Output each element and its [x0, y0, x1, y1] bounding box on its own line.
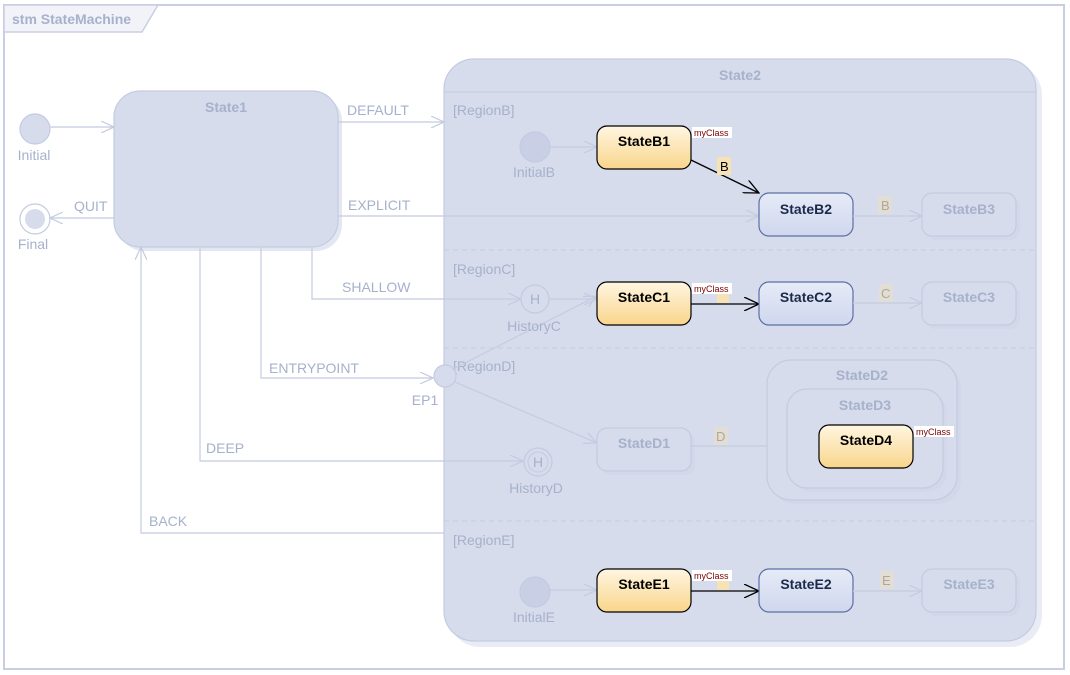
trigger-c-faded-label: C — [881, 286, 890, 301]
transition-back[interactable] — [141, 247, 444, 534]
transition-explicit-label: EXPLICIT — [348, 197, 411, 213]
trigger-e-faded-box — [880, 571, 894, 589]
final-label: Final — [18, 236, 48, 252]
initial-pseudostate[interactable] — [19, 113, 51, 145]
initiale-label: InitialE — [513, 609, 555, 625]
state-c3[interactable] — [921, 281, 1017, 326]
initialb-pseudostate[interactable] — [519, 131, 551, 163]
historyd-label: HistoryD — [509, 480, 563, 496]
trigger-e-box — [717, 581, 729, 590]
state-b1-tag-text: myClass — [694, 128, 729, 138]
state-b1-label: StateB1 — [618, 133, 670, 149]
state-e3-label: StateE3 — [943, 576, 995, 592]
state-b2-label: StateB2 — [780, 201, 832, 217]
state-e1-tag-text: myClass — [694, 571, 729, 581]
trigger-b-label: B — [720, 159, 729, 174]
state-d4-label: StateD4 — [840, 432, 892, 448]
transition-entrypoint[interactable] — [260, 247, 433, 378]
state-d1-label: StateD1 — [618, 435, 670, 451]
state-b3[interactable] — [921, 192, 1017, 237]
trigger-b-faded-box — [878, 196, 892, 214]
historyc-label: HistoryC — [507, 318, 561, 334]
transition-default-label: DEFAULT — [347, 102, 409, 118]
state-b3-label: StateB3 — [943, 201, 995, 217]
state-b2[interactable] — [758, 192, 854, 237]
transition-deep-label: DEEP — [206, 440, 244, 456]
state-c1-tag-text: myClass — [694, 284, 729, 294]
diagram-title: stm StateMachine — [12, 11, 131, 27]
initiale-pseudostate[interactable] — [519, 576, 551, 608]
region-e-label: [RegionE] — [453, 532, 514, 548]
diagram-frame-tab — [3, 4, 160, 33]
state-c3-label: StateC3 — [943, 289, 995, 305]
state-e1-label: StateE1 — [618, 576, 670, 592]
historyc-symbol: H — [530, 291, 540, 307]
state-d4-tag-text: myClass — [916, 427, 951, 437]
state-d1[interactable] — [596, 427, 692, 472]
state-d4-tag — [914, 426, 954, 437]
trigger-b-faded-label: B — [881, 198, 890, 213]
ep1-label: EP1 — [412, 392, 439, 408]
state-d2-label: StateD2 — [836, 367, 888, 383]
transition-shallow[interactable] — [311, 247, 521, 299]
state-d3-label: StateD3 — [839, 397, 891, 413]
region-d-label: [RegionD] — [453, 358, 515, 374]
initialb-label: InitialB — [513, 164, 555, 180]
state1-label: State1 — [205, 99, 247, 115]
trigger-d-faded-box — [714, 427, 728, 445]
state2-label: State2 — [719, 67, 761, 83]
state1[interactable] — [113, 90, 339, 248]
trigger-d-faded-label: D — [716, 429, 725, 444]
trigger-c-faded-box — [879, 284, 893, 302]
state-c1-tag — [692, 283, 732, 294]
historyd-symbol: H — [533, 454, 543, 470]
state-b1-tag — [692, 127, 732, 138]
region-b-label: [RegionB] — [453, 102, 514, 118]
transition-deep[interactable] — [199, 247, 523, 461]
historyd-inner-ring — [527, 451, 549, 473]
trigger-b-box — [717, 157, 731, 175]
transition-quit-label: QUIT — [74, 198, 108, 214]
state-e2-label: StateE2 — [780, 576, 832, 592]
initial-label: Initial — [18, 147, 51, 163]
state-e1-tag — [692, 570, 732, 581]
region-c-label: [RegionC] — [453, 261, 515, 277]
final-pseudostate-inner — [25, 209, 45, 229]
trigger-c-box — [717, 294, 729, 303]
trigger-e-faded-label: E — [882, 573, 891, 588]
transition-back-label: BACK — [149, 513, 188, 529]
state-c1-label: StateC1 — [618, 289, 670, 305]
transition-shallow-label: SHALLOW — [342, 279, 411, 295]
state-e3[interactable] — [921, 568, 1017, 613]
state-c2-label: StateC2 — [780, 289, 832, 305]
transition-ep1-d1[interactable] — [454, 381, 597, 443]
state-b1[interactable] — [596, 125, 692, 170]
transition-b1-b2[interactable] — [690, 159, 759, 193]
ep1-entry-point[interactable] — [433, 364, 457, 388]
state-d4[interactable] — [818, 424, 914, 469]
transition-ep1-c1[interactable] — [452, 296, 597, 370]
transition-entrypoint-label: ENTRYPOINT — [269, 360, 359, 376]
